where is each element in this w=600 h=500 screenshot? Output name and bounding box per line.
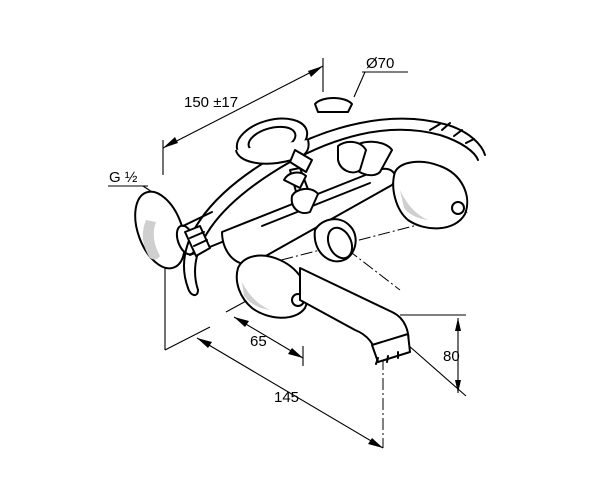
dim-label-145: 145 — [274, 389, 299, 406]
shower-head — [235, 117, 313, 173]
wall-rosette — [134, 190, 223, 270]
dim-label-thread: G ½ — [109, 169, 138, 186]
diverter-knob — [313, 218, 357, 263]
dim-label-80: 80 — [443, 348, 460, 365]
left-handle — [235, 254, 309, 319]
dimension-150: 150 ±17 — [162, 58, 324, 175]
left-coupling-nut — [184, 225, 211, 257]
dimension-65: 65 — [225, 299, 304, 366]
spout — [299, 267, 411, 365]
dimension-80: 80 — [399, 314, 467, 397]
dimension-145: 145 — [164, 326, 384, 449]
top-coupling — [314, 97, 353, 113]
mixer-body — [221, 167, 397, 265]
dimension-diameter: Ø70 — [353, 55, 408, 98]
dim-label-diameter: Ø70 — [366, 55, 394, 72]
right-eccentric — [337, 140, 367, 174]
shower-holder — [283, 167, 319, 214]
dim-label-65: 65 — [250, 333, 267, 350]
axis-centerline — [261, 211, 469, 266]
dim-label-150: 150 ±17 — [184, 94, 238, 111]
